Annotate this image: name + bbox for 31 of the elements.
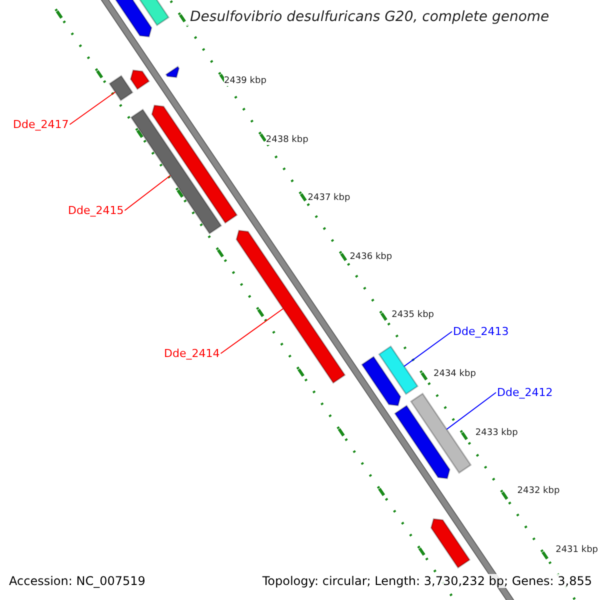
leader-line [69, 92, 116, 125]
gene-label: Dde_2415 [68, 204, 124, 217]
genome-info-text: Topology: circular; Length: 3,730,232 bp; Genes: 3,855 [262, 574, 592, 588]
scale-label: 2439 kbp [224, 76, 266, 86]
gene-feature [130, 69, 150, 90]
scale-label: 2435 kbp [392, 310, 434, 320]
leader-line [404, 331, 452, 367]
leader-line [220, 308, 284, 354]
gene-feature [151, 104, 238, 224]
gene-label: Dde_2412 [497, 386, 553, 399]
gene-label: Dde_2417 [13, 118, 69, 131]
accession-text: Accession: NC_007519 [9, 574, 146, 588]
gene-feature [108, 74, 134, 102]
scale-label: 2431 kbp [556, 544, 598, 555]
leader-line [446, 392, 496, 430]
scale-label: 2437 kbp [308, 193, 350, 204]
gene-feature [378, 345, 419, 396]
scale-label: 2434 kbp [434, 369, 476, 379]
scale-label: 2432 kbp [517, 486, 560, 496]
gene-label: Dde_2414 [164, 347, 220, 360]
gene-feature [236, 230, 346, 384]
gene-label: Dde_2413 [453, 325, 509, 338]
gene-feature [165, 66, 180, 78]
scale-label: 2438 kbp [266, 134, 308, 145]
leader-line [124, 174, 171, 211]
gene-feature [394, 404, 450, 480]
gene-feature [130, 108, 222, 235]
gene-feature [360, 356, 402, 406]
gene-feature [430, 518, 471, 569]
scale-label: 2433 kbp [475, 428, 518, 438]
gene-feature [410, 392, 472, 474]
